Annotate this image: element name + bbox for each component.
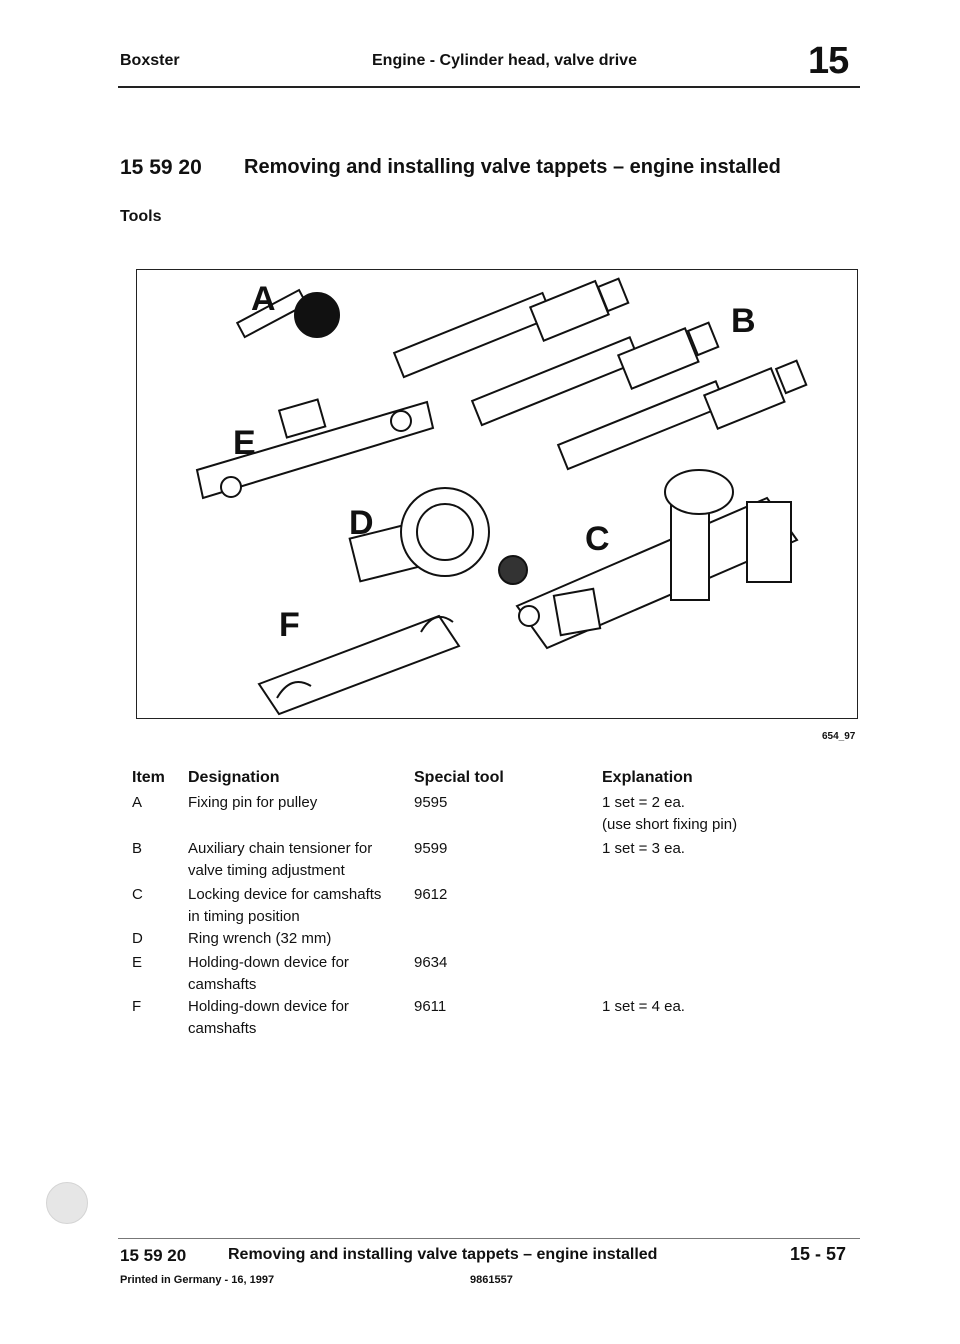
- row-b-designation: Auxiliary chain tensioner for: [188, 840, 373, 857]
- row-d-item: D: [132, 930, 143, 947]
- row-f-designation: Holding-down device for: [188, 998, 349, 1015]
- header-rule: [118, 86, 860, 88]
- row-c-item: C: [132, 886, 143, 903]
- figure-label-a: A: [251, 280, 276, 318]
- row-e-designation: Holding-down device for: [188, 954, 349, 971]
- row-a-explanation: 1 set = 2 ea.: [602, 794, 685, 811]
- tool-c-locking-device: [498, 469, 799, 650]
- row-a-explanation-note: (use short fixing pin): [602, 816, 738, 833]
- row-b-item: B: [132, 840, 143, 857]
- header-section-title: Engine - Cylinder head, valve drive: [372, 52, 637, 69]
- col-header-item: Item: [132, 769, 165, 786]
- tool-f-holding-down: [257, 614, 461, 716]
- tool-b-tensioner-2: [470, 321, 720, 427]
- row-c-tool: 9612: [414, 886, 448, 903]
- figure-label-f: F: [279, 606, 300, 644]
- row-f-tool: 9611: [414, 998, 447, 1015]
- row-d-designation: Ring wrench (32 mm): [188, 930, 332, 947]
- tools-heading: Tools: [120, 208, 162, 225]
- figure-id: 654_97: [822, 731, 856, 742]
- row-b-explanation: 1 set = 3 ea.: [602, 840, 685, 857]
- row-e-item: E: [132, 954, 143, 971]
- tool-e-holding-down: [195, 398, 435, 500]
- row-e-designation-cont: camshafts: [188, 976, 257, 993]
- row-e-tool: 9634: [414, 954, 448, 971]
- tool-b-tensioner-1: [392, 277, 630, 379]
- row-c-designation: Locking device for camshafts: [188, 886, 382, 903]
- footer-page-number: 15 - 57: [790, 1244, 847, 1264]
- tools-figure: A B C D E F: [136, 269, 858, 719]
- punch-hole: [46, 1182, 88, 1224]
- tool-d-ring-wrench: [348, 487, 490, 583]
- header-model: Boxster: [120, 52, 180, 69]
- col-header-special-tool: Special tool: [414, 769, 504, 786]
- tool-a-fixing-pin: [235, 288, 340, 339]
- row-f-explanation: 1 set = 4 ea.: [602, 998, 685, 1015]
- tool-b-tensioner-3: [556, 359, 808, 471]
- section-title: Removing and installing valve tappets – …: [244, 156, 781, 178]
- col-header-explanation: Explanation: [602, 769, 693, 786]
- header-group-number: 15: [808, 40, 849, 82]
- row-c-designation-cont: in timing position: [188, 908, 300, 925]
- section-number: 15 59 20: [120, 156, 202, 179]
- footer-code: 9861557: [470, 1274, 513, 1286]
- row-a-tool: 9595: [414, 794, 448, 811]
- figure-label-b: B: [731, 302, 756, 340]
- figure-label-c: C: [585, 520, 610, 558]
- col-header-designation: Designation: [188, 769, 280, 786]
- footer-printed: Printed in Germany - 16, 1997: [120, 1274, 275, 1286]
- figure-label-d: D: [349, 504, 374, 542]
- footer-rule: [118, 1238, 860, 1239]
- footer-section-number: 15 59 20: [120, 1246, 187, 1265]
- tools-illustration: A B C D E F: [195, 277, 808, 716]
- footer-title: Removing and installing valve tappets – …: [228, 1246, 658, 1263]
- row-a-designation: Fixing pin for pulley: [188, 794, 318, 811]
- row-b-tool: 9599: [414, 840, 448, 857]
- figure-label-e: E: [233, 424, 256, 462]
- row-f-designation-cont: camshafts: [188, 1020, 257, 1037]
- row-f-item: F: [132, 998, 142, 1015]
- row-a-item: A: [132, 794, 143, 811]
- row-b-designation-cont: valve timing adjustment: [188, 862, 345, 879]
